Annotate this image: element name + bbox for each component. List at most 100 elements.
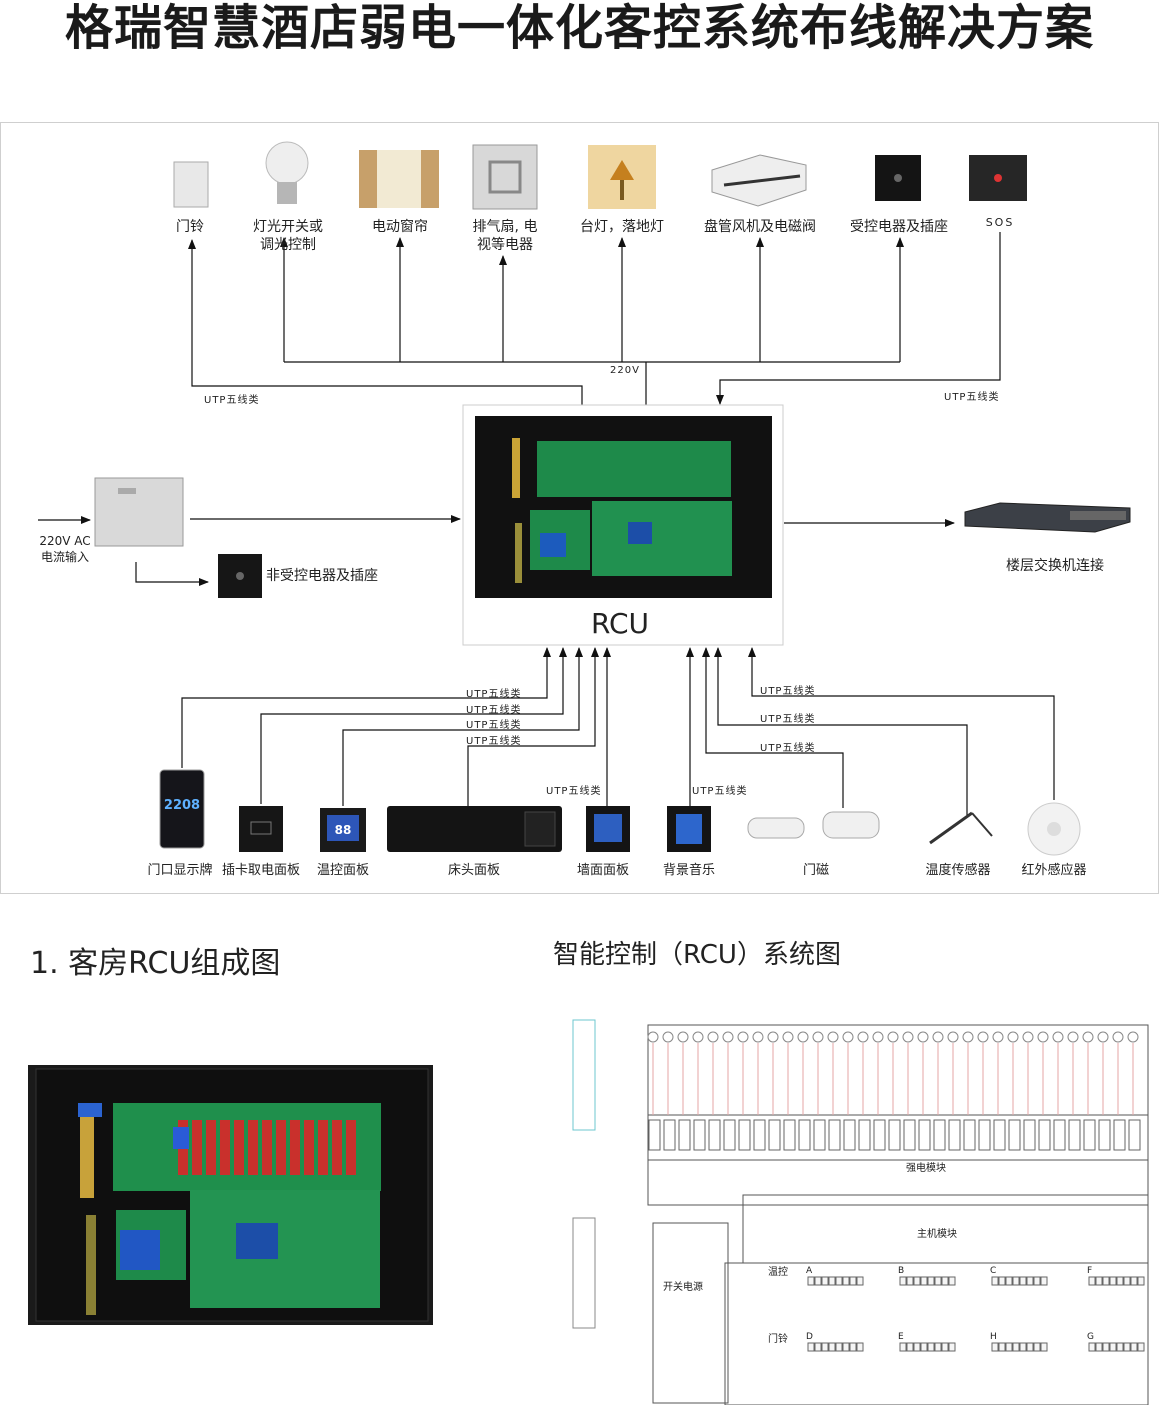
terminal-block (849, 1342, 857, 1352)
terminal-block (1116, 1342, 1124, 1352)
terminal-slot (783, 1119, 796, 1151)
card-switch-icon (239, 806, 283, 852)
sos-label: SOS (985, 216, 1015, 229)
utp-label-sos: UTP五线类 (944, 392, 1000, 403)
terminal-slot (918, 1119, 931, 1151)
terminal-block (1130, 1342, 1138, 1352)
terminal-block (1130, 1276, 1138, 1286)
terminal-slot (1008, 1119, 1021, 1151)
zone-label: E (898, 1332, 904, 1342)
wall-panel-label: 墙面面板 (576, 863, 629, 878)
terminal-block (849, 1276, 857, 1286)
zone-label: H (990, 1332, 997, 1342)
terminal-slot (993, 1119, 1006, 1151)
temp-sensor-icon (929, 811, 993, 845)
terminal-block (842, 1342, 850, 1352)
fan-coil-icon (711, 154, 807, 207)
doorbell-label: 门铃 (176, 219, 204, 235)
relay-indicator (677, 1031, 689, 1043)
controlled-socket-icon (875, 155, 921, 201)
terminal-block (927, 1276, 935, 1286)
terminal-block (828, 1342, 836, 1352)
zone-label: F (1087, 1266, 1092, 1276)
terminal-slot (663, 1119, 676, 1151)
card-switch-label: 插卡取电面板 (221, 863, 300, 878)
wiring-diagram: 2208 88 (38, 141, 1131, 856)
relay-indicator (857, 1031, 869, 1043)
relay-indicator (872, 1031, 884, 1043)
doorbell-terminal-label: 门铃 (768, 1332, 788, 1345)
terminal-slot (1053, 1119, 1066, 1151)
relay-indicator (1067, 1031, 1079, 1043)
zone-label: A (806, 1266, 813, 1276)
terminal-block (1123, 1342, 1131, 1352)
terminal-slot (768, 1119, 781, 1151)
terminal-block (835, 1276, 843, 1286)
terminal-block (920, 1342, 928, 1352)
220v-label: 220V (610, 365, 640, 376)
relay-indicator (1022, 1031, 1034, 1043)
terminal-block (828, 1276, 836, 1286)
relay-indicator (917, 1031, 929, 1043)
terminal-block (913, 1342, 921, 1352)
relay-indicator (947, 1031, 959, 1043)
relay-indicator (737, 1031, 749, 1043)
relay-indicator (1082, 1031, 1094, 1043)
terminal-block (1095, 1342, 1103, 1352)
terminal-slot (813, 1119, 826, 1151)
table-lamp-icon (588, 145, 656, 209)
relay-indicator (902, 1031, 914, 1043)
bedside-panel-icon (387, 806, 562, 852)
terminal-block (948, 1342, 956, 1352)
terminal-block (1019, 1276, 1027, 1286)
table-lamp-label: 台灯，落地灯 (580, 219, 664, 235)
terminal-slot (693, 1119, 706, 1151)
terminal-block (913, 1276, 921, 1286)
terminal-block (998, 1342, 1006, 1352)
terminal-block (927, 1342, 935, 1352)
terminal-block (814, 1342, 822, 1352)
host-module-label: 主机模块 (917, 1227, 957, 1240)
terminal-block (856, 1342, 864, 1352)
relay-indicator (707, 1031, 719, 1043)
terminal-block (807, 1276, 815, 1286)
door-display-label: 门口显示牌 (147, 863, 213, 878)
utp-label: UTP五线类 (546, 786, 602, 797)
terminal-block (835, 1342, 843, 1352)
terminal-block (934, 1342, 942, 1352)
terminal-slot (903, 1119, 916, 1151)
floor-switch-label: 楼层交换机连接 (1006, 558, 1104, 574)
terminal-slot (708, 1119, 721, 1151)
relay-indicator (842, 1031, 854, 1043)
uncontrolled-socket-label: 非受控电器及插座 (266, 568, 378, 584)
light-control-label: 灯光开关或 调光控制 (253, 219, 323, 253)
terminal-block (1088, 1276, 1096, 1286)
exhaust-fan-icon (472, 144, 538, 210)
terminal-slot (1098, 1119, 1111, 1151)
curtain-label: 电动窗帘 (372, 219, 428, 235)
thermo-label: 温控 (768, 1265, 788, 1278)
controlled-socket-label: 受控电器及插座 (850, 219, 948, 235)
terminal-block (1102, 1342, 1110, 1352)
relay-indicator (692, 1031, 704, 1043)
terminal-slot (858, 1119, 871, 1151)
terminal-block (998, 1276, 1006, 1286)
uncontrolled-socket-icon (218, 554, 262, 598)
door-display-icon: 2208 (159, 769, 205, 849)
relay-indicator (722, 1031, 734, 1043)
terminal-block (814, 1276, 822, 1286)
curtain-icon (359, 150, 439, 208)
relay-indicator (647, 1031, 659, 1043)
thermostat-label: 温控面板 (316, 863, 369, 878)
ir-sensor-label: 红外感应器 (1021, 863, 1087, 878)
bedside-panel-label: 床头面板 (447, 863, 500, 878)
terminal-block (1137, 1276, 1145, 1286)
sos-button-icon (969, 155, 1027, 201)
relay-indicator (767, 1031, 779, 1043)
relay-indicator (962, 1031, 974, 1043)
terminal-block (1109, 1342, 1117, 1352)
relay-indicator (932, 1031, 944, 1043)
terminal-block (1026, 1342, 1034, 1352)
rcu-label: RCU (590, 607, 650, 640)
relay-indicator (662, 1031, 674, 1043)
